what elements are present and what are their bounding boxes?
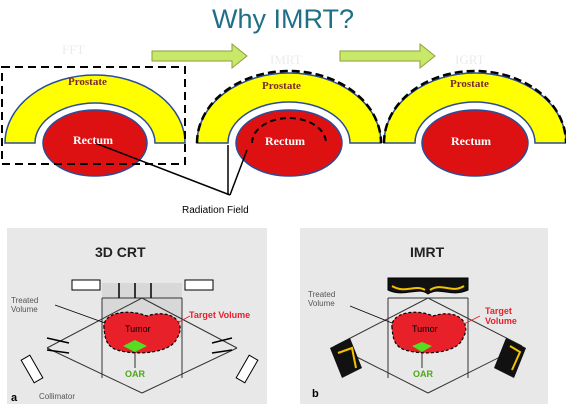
rectum-label-1: Rectum bbox=[73, 133, 113, 147]
panel-3dcrt: 3D CRT Treated Volume Target Volume Tumo… bbox=[7, 228, 267, 404]
tumor-label-a: Tumor bbox=[125, 324, 151, 334]
prostate-label-2: Prostate bbox=[262, 80, 301, 92]
panel-imrt: IMRT Treated Volume Target Volume Tumor … bbox=[300, 228, 548, 404]
prostate-label-3: Prostate bbox=[450, 78, 489, 90]
oar-label-b: OAR bbox=[413, 369, 433, 379]
stage-arrow-2 bbox=[339, 42, 436, 70]
heading-3dcrt: 3D CRT bbox=[95, 244, 146, 260]
treated-volume-b: Treated Volume bbox=[308, 290, 336, 308]
stage-label-igrt: IGRT bbox=[455, 52, 485, 67]
prostate-label-1: Prostate bbox=[68, 76, 107, 88]
oar-label-a: OAR bbox=[125, 369, 145, 379]
rectum-label-3: Rectum bbox=[451, 134, 491, 148]
radiation-field-label: Radiation Field bbox=[182, 205, 249, 216]
tumor-label-b: Tumor bbox=[412, 324, 438, 334]
rectum-label-2: Rectum bbox=[265, 134, 305, 148]
stage-label-fft: FFT bbox=[62, 42, 85, 57]
slide-title: Why IMRT? bbox=[211, 4, 354, 34]
panel-letter-a: a bbox=[11, 392, 18, 404]
panel-letter-b: b bbox=[312, 388, 319, 400]
treated-volume-a: Treated Volume bbox=[11, 296, 39, 314]
stage-arrow-1 bbox=[151, 42, 248, 70]
stage-label-imrt: IMRT bbox=[270, 52, 302, 67]
heading-imrt: IMRT bbox=[410, 244, 445, 260]
collimator-label: Collimator bbox=[39, 392, 76, 401]
stage-igrt bbox=[382, 69, 566, 177]
target-volume-b: Target Volume bbox=[485, 306, 517, 326]
target-volume-a: Target Volume bbox=[189, 310, 251, 320]
stage-imrt bbox=[195, 69, 383, 177]
radiation-field-pointers bbox=[94, 142, 248, 196]
